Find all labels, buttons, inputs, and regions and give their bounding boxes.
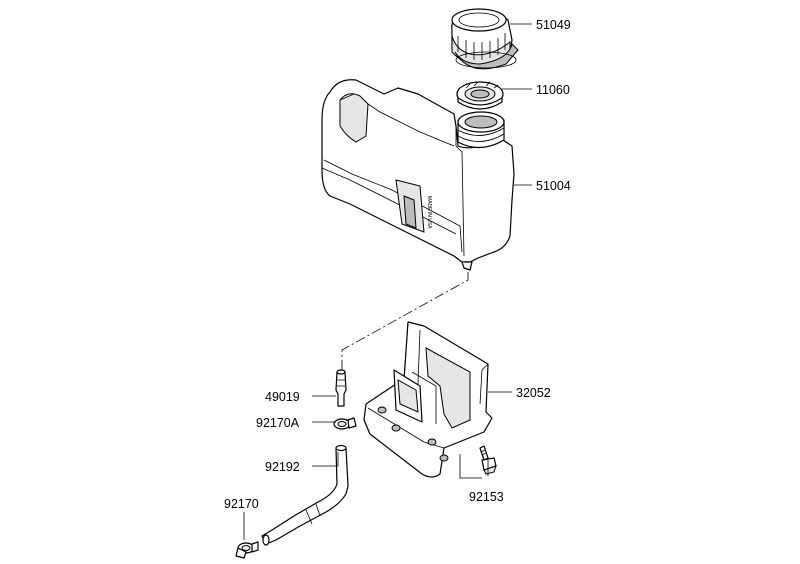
fuel-hose[interactable]	[261, 444, 349, 546]
fuel-cap[interactable]	[451, 8, 519, 70]
label-51049: 51049	[536, 18, 571, 32]
hose-clamp-upper[interactable]	[333, 417, 357, 430]
label-49019: 49019	[265, 390, 300, 404]
hose-clamp-lower[interactable]	[235, 541, 259, 559]
embossed-text: MADE IN USA	[426, 196, 432, 229]
tank-bracket[interactable]	[363, 321, 493, 478]
fuel-tank[interactable]: MADE IN USA	[321, 79, 515, 271]
label-92192: 92192	[265, 460, 300, 474]
cap-gasket[interactable]	[456, 81, 504, 110]
label-11060: 11060	[536, 83, 570, 97]
label-92170a: 92170A	[256, 416, 300, 430]
bolt[interactable]	[479, 445, 497, 475]
part-labels: 51049 11060 51004 32052 49019 92170A 921…	[224, 18, 571, 511]
label-92153: 92153	[469, 490, 504, 504]
leader-lines	[243, 23, 532, 540]
label-92170: 92170	[224, 497, 259, 511]
label-51004: 51004	[536, 179, 571, 193]
fuel-filter[interactable]	[335, 369, 347, 407]
label-32052: 32052	[516, 386, 551, 400]
